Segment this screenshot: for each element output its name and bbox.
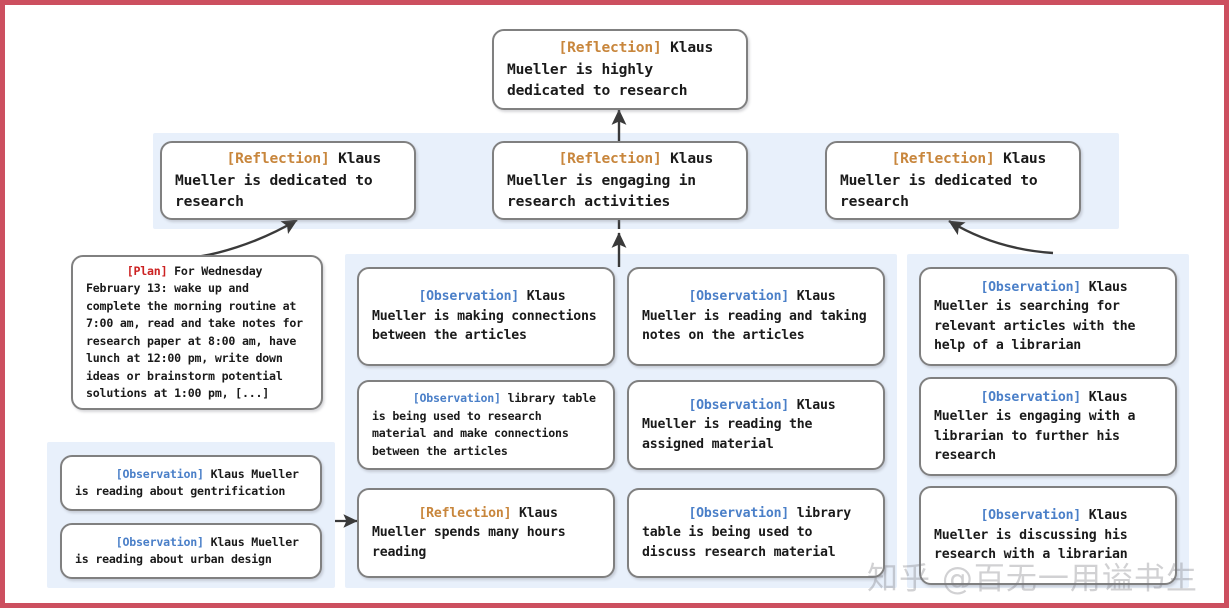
middle-right-body-1: Klaus Mueller is reading and taking note… xyxy=(642,289,875,344)
observation-tag: [Observation] xyxy=(688,397,790,413)
root-reflection-node[interactable]: [Reflection] Klaus Mueller is highly ded… xyxy=(492,29,748,110)
middle-left-body-3: Klaus Mueller spends many hours reading xyxy=(372,505,574,560)
reflection-node-left[interactable]: [Reflection] Klaus Mueller is dedicated … xyxy=(160,141,416,220)
middle-left-node-1[interactable]: [Observation] Klaus Mueller is making co… xyxy=(357,267,615,366)
right-body-3: Klaus Mueller is discussing his research… xyxy=(934,508,1136,563)
reflection-right-text: [Reflection] Klaus Mueller is dedicated … xyxy=(827,143,1079,218)
plan-tag: [Plan] xyxy=(126,263,168,278)
reflection-right-body: Klaus Mueller is dedicated to research xyxy=(840,150,1055,211)
root-reflection-text: [Reflection] Klaus Mueller is highly ded… xyxy=(494,31,746,108)
reflection-tag: [Reflection] xyxy=(891,150,995,168)
middle-right-text-3: [Observation] library table is being use… xyxy=(629,490,883,576)
left-observation-body-1: Klaus Mueller is reading about gentrific… xyxy=(75,466,306,499)
middle-left-body-2: library table is being used to research … xyxy=(372,391,603,458)
middle-right-node-3[interactable]: [Observation] library table is being use… xyxy=(627,488,885,578)
middle-right-text-2: [Observation] Klaus Mueller is reading t… xyxy=(629,382,883,468)
plan-body: For Wednesday February 13: wake up and c… xyxy=(86,263,310,401)
observation-tag: [Observation] xyxy=(115,534,204,549)
middle-right-body-3: library table is being used to discuss r… xyxy=(642,505,859,560)
middle-left-text-3: [Reflection] Klaus Mueller spends many h… xyxy=(359,490,613,576)
middle-right-node-1[interactable]: [Observation] Klaus Mueller is reading a… xyxy=(627,267,885,366)
middle-right-body-2: Klaus Mueller is reading the assigned ma… xyxy=(642,397,844,452)
middle-right-text-1: [Observation] Klaus Mueller is reading a… xyxy=(629,269,883,364)
plan-node[interactable]: [Plan] For Wednesday February 13: wake u… xyxy=(71,255,323,410)
reflection-left-text: [Reflection] Klaus Mueller is dedicated … xyxy=(162,143,414,218)
observation-tag: [Observation] xyxy=(688,289,790,305)
right-node-3[interactable]: [Observation] Klaus Mueller is discussin… xyxy=(919,486,1177,585)
right-node-2[interactable]: [Observation] Klaus Mueller is engaging … xyxy=(919,377,1177,476)
reflection-tag: [Reflection] xyxy=(226,150,330,168)
right-text-3: [Observation] Klaus Mueller is discussin… xyxy=(921,488,1175,583)
reflection-tag: [Reflection] xyxy=(558,39,662,57)
middle-left-text-1: [Observation] Klaus Mueller is making co… xyxy=(359,269,613,364)
observation-tag: [Observation] xyxy=(115,466,204,481)
right-text-1: [Observation] Klaus Mueller is searching… xyxy=(921,269,1175,364)
root-reflection-body: Klaus Mueller is highly dedicated to res… xyxy=(507,39,722,100)
left-observation-text-1: [Observation] Klaus Mueller is reading a… xyxy=(62,457,320,509)
observation-tag: [Observation] xyxy=(412,391,501,405)
observation-tag: [Observation] xyxy=(688,505,790,521)
reflection-center-text: [Reflection] Klaus Mueller is engaging i… xyxy=(494,143,746,218)
reflection-tag: [Reflection] xyxy=(418,505,512,521)
middle-right-node-2[interactable]: [Observation] Klaus Mueller is reading t… xyxy=(627,380,885,470)
left-observation-node-2[interactable]: [Observation] Klaus Mueller is reading a… xyxy=(60,523,322,579)
middle-left-body-1: Klaus Mueller is making connections betw… xyxy=(372,289,605,344)
middle-left-node-3[interactable]: [Reflection] Klaus Mueller spends many h… xyxy=(357,488,615,578)
reflection-node-center[interactable]: [Reflection] Klaus Mueller is engaging i… xyxy=(492,141,748,220)
reflection-left-body: Klaus Mueller is dedicated to research xyxy=(175,150,390,211)
reflection-tag: [Reflection] xyxy=(558,150,662,168)
observation-tag: [Observation] xyxy=(980,508,1082,524)
reflection-center-body: Klaus Mueller is engaging in research ac… xyxy=(507,150,722,211)
right-text-2: [Observation] Klaus Mueller is engaging … xyxy=(921,379,1175,474)
left-observation-node-1[interactable]: [Observation] Klaus Mueller is reading a… xyxy=(60,455,322,511)
middle-left-node-2[interactable]: [Observation] library table is being use… xyxy=(357,380,615,470)
observation-tag: [Observation] xyxy=(418,289,520,305)
left-observation-text-2: [Observation] Klaus Mueller is reading a… xyxy=(62,525,320,577)
observation-tag: [Observation] xyxy=(980,279,1082,295)
middle-left-text-2: [Observation] library table is being use… xyxy=(359,382,613,468)
right-node-1[interactable]: [Observation] Klaus Mueller is searching… xyxy=(919,267,1177,366)
left-observation-body-2: Klaus Mueller is reading about urban des… xyxy=(75,534,306,567)
reflection-node-right[interactable]: [Reflection] Klaus Mueller is dedicated … xyxy=(825,141,1081,220)
right-body-1: Klaus Mueller is searching for relevant … xyxy=(934,279,1143,354)
right-body-2: Klaus Mueller is engaging with a librari… xyxy=(934,389,1143,464)
plan-text: [Plan] For Wednesday February 13: wake u… xyxy=(73,257,321,408)
observation-tag: [Observation] xyxy=(980,389,1082,405)
